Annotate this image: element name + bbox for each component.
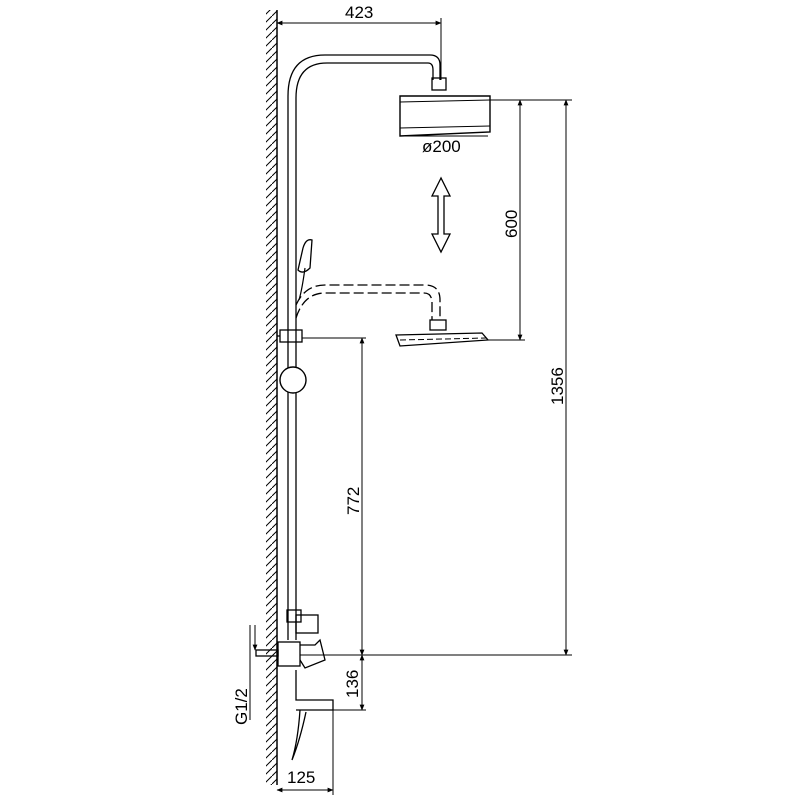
wall <box>266 10 278 785</box>
overhead-shower-upper <box>399 77 491 137</box>
overhead-shower-lower-position <box>295 284 490 347</box>
double-headed-vertical-arrow-icon <box>430 176 452 254</box>
dimension-wall-offset: 125 <box>276 710 334 795</box>
dimension-adjust-travel: 600 <box>488 99 525 341</box>
wall-bracket <box>277 329 303 343</box>
bath-spout <box>291 670 334 761</box>
dimension-inlet-height: 136 <box>333 654 366 711</box>
dim-label-g12: G1/2 <box>232 688 251 725</box>
dim-label-423: 423 <box>345 3 373 22</box>
dim-label-1356: 1356 <box>548 367 567 405</box>
riser-pipe <box>287 54 441 640</box>
dim-label-136: 136 <box>343 670 362 698</box>
shower-mixer <box>249 609 326 669</box>
dim-label-125: 125 <box>287 768 315 787</box>
diverter-knob <box>279 366 307 394</box>
dimension-riser-height: 772 <box>302 337 366 656</box>
dimension-head-reach: 423 <box>276 3 442 80</box>
dim-label-600: 600 <box>502 210 521 238</box>
dim-label-diameter: ø200 <box>422 137 461 156</box>
hand-shower <box>297 239 313 301</box>
dimension-thread-size: G1/2 <box>232 625 258 725</box>
dimension-total-height: 1356 <box>490 99 572 656</box>
dim-label-772: 772 <box>344 487 363 515</box>
